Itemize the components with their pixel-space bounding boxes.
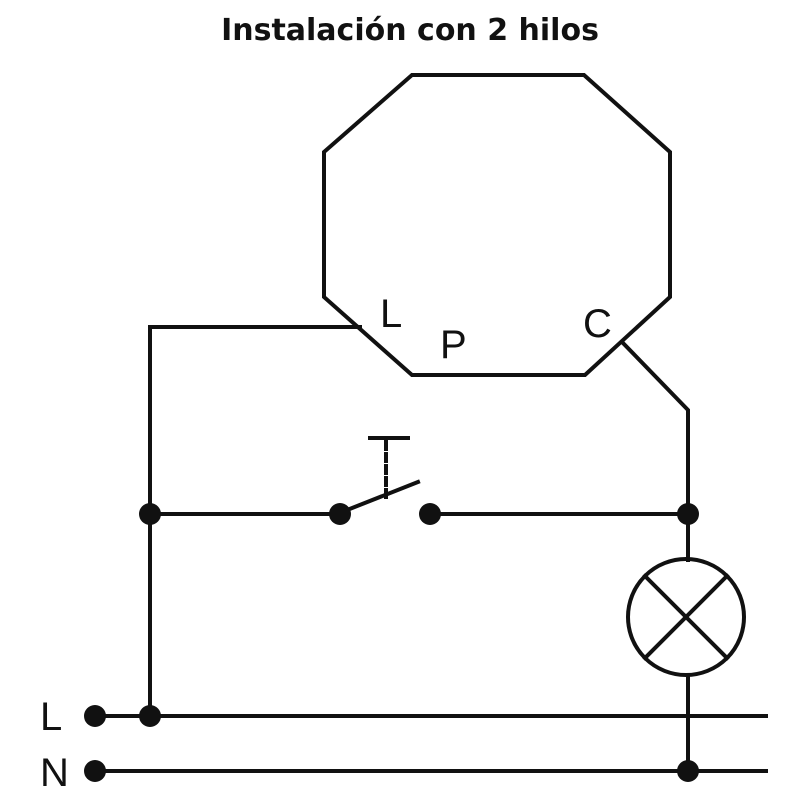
terminal-label-l: L bbox=[380, 292, 402, 336]
junction-dot bbox=[139, 705, 161, 727]
wire-module-c bbox=[620, 340, 690, 562]
module-octagon bbox=[322, 73, 672, 377]
switch-contact-dot bbox=[419, 503, 441, 525]
live-terminal-dot bbox=[84, 705, 106, 727]
junction-dot bbox=[677, 760, 699, 782]
lamp-icon bbox=[626, 557, 746, 677]
diagram-title: Instalación con 2 hilos bbox=[221, 13, 599, 48]
live-line-label: L bbox=[40, 695, 62, 739]
wire-module-l bbox=[148, 325, 362, 718]
pushbutton-switch-icon bbox=[339, 436, 421, 515]
junction-dot bbox=[677, 503, 699, 525]
neutral-terminal-dot bbox=[84, 760, 106, 782]
terminal-label-c: C bbox=[583, 302, 612, 346]
switch-contact-dot bbox=[329, 503, 351, 525]
junction-dot bbox=[139, 503, 161, 525]
junction-dots bbox=[84, 503, 699, 782]
terminal-label-p: P bbox=[440, 323, 467, 367]
neutral-line-label: N bbox=[40, 751, 69, 795]
